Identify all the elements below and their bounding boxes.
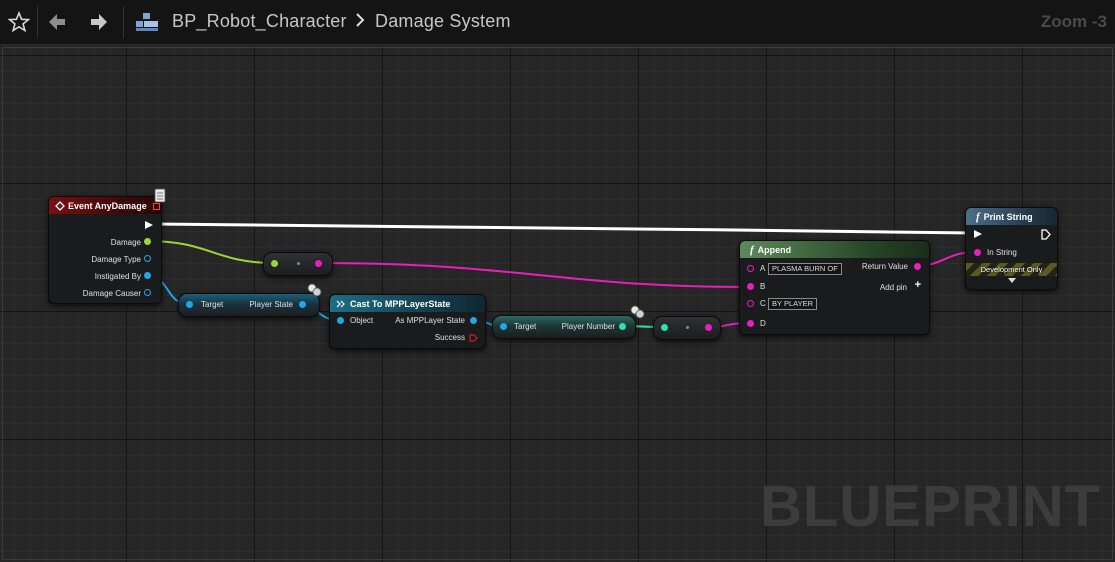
star-icon <box>8 11 30 33</box>
float-input-pin[interactable] <box>271 260 278 267</box>
cast-arrows-icon <box>336 300 345 307</box>
int-to-string-node[interactable] <box>653 316 721 340</box>
target-pin-label: Target <box>514 322 537 331</box>
instigated-by-output-pin[interactable] <box>144 272 151 279</box>
success-pin-label: Success <box>434 333 465 342</box>
b-pin-label: B <box>760 282 766 291</box>
event-any-damage-node[interactable]: Event AnyDamage Damage Damage Type Insti… <box>48 196 162 304</box>
target-pin-label: Target <box>201 300 224 309</box>
breadcrumb-separator-icon <box>354 10 366 35</box>
a-input-pin[interactable] <box>747 265 754 272</box>
expand-arrow-icon[interactable] <box>1008 278 1016 284</box>
event-diamond-icon <box>55 200 65 211</box>
function-icon: f <box>750 243 754 256</box>
blueprint-watermark: BLUEPRINT <box>760 474 1101 539</box>
d-pin-label: D <box>760 319 766 328</box>
get-player-state-node[interactable]: Target Player State <box>178 293 320 317</box>
favorite-star-button[interactable] <box>4 7 34 37</box>
c-value-field[interactable]: BY PLAYER <box>768 298 817 310</box>
append-node-header[interactable]: f Append <box>740 241 929 258</box>
replication-icon <box>154 188 166 203</box>
delegate-pin-icon[interactable] <box>153 203 160 210</box>
return-value-pin-label: Return Value <box>861 262 908 271</box>
back-arrow-icon <box>49 14 65 30</box>
development-only-label: Development Only <box>980 265 1043 274</box>
return-value-output-pin[interactable] <box>914 263 921 270</box>
add-pin-plus-icon[interactable]: + <box>914 279 921 291</box>
conversion-dot <box>297 262 300 265</box>
damage-pin-label: Damage <box>110 238 141 247</box>
print-string-node-header[interactable]: f Print String <box>966 208 1057 225</box>
toolbar-divider <box>37 6 38 38</box>
print-string-node-title: Print String <box>983 211 1033 222</box>
as-mpplayer-state-output-pin[interactable] <box>470 317 477 324</box>
a-value-field[interactable]: PLASMA BURN OF <box>768 263 842 275</box>
d-input-pin[interactable] <box>747 320 754 327</box>
as-mpplayer-state-pin-label: As MPPLayer State <box>395 316 465 325</box>
development-only-banner: Development Only <box>966 263 1057 276</box>
player-number-pin-label: Player Number <box>561 322 615 331</box>
add-pin-label[interactable]: Add pin <box>879 283 907 292</box>
c-pin-label: C <box>760 299 766 308</box>
function-icon: f <box>976 210 980 223</box>
event-node-header[interactable]: Event AnyDamage <box>49 197 161 214</box>
blueprint-graph-icon <box>136 13 158 31</box>
event-node-title: Event AnyDamage <box>68 200 147 211</box>
damage-causer-output-pin[interactable] <box>144 289 151 296</box>
b-input-pin[interactable] <box>747 283 754 290</box>
exec-output-pin[interactable] <box>145 221 153 229</box>
damage-string-wire <box>318 262 750 288</box>
damage-output-pin[interactable] <box>144 238 151 245</box>
damage-float-wire <box>146 240 275 264</box>
target-input-pin[interactable] <box>186 301 193 308</box>
breadcrumb-blueprint[interactable]: BP_Robot_Character <box>172 11 347 31</box>
cast-to-mpplayerstate-node[interactable]: Cast To MPPLayerState Object As MPPLayer… <box>329 294 486 349</box>
conversion-dot <box>686 326 689 329</box>
exec-output-pin[interactable] <box>1041 229 1051 240</box>
exec-input-pin[interactable] <box>974 230 982 238</box>
a-pin-label: A <box>760 264 766 273</box>
damage-causer-pin-label: Damage Causer <box>82 289 141 298</box>
cast-node-title: Cast To MPPLayerState <box>350 298 451 309</box>
object-input-pin[interactable] <box>337 317 344 324</box>
network-icon <box>307 283 322 297</box>
object-pin-label: Object <box>350 316 374 325</box>
string-output-pin[interactable] <box>315 260 322 267</box>
append-node[interactable]: f Append A PLASMA BURN OF B C BY PLAYER … <box>739 240 930 335</box>
breadcrumb-graph[interactable]: Damage System <box>375 11 511 31</box>
int-input-pin[interactable] <box>661 324 668 331</box>
target-input-pin[interactable] <box>500 323 507 330</box>
forward-button[interactable] <box>84 7 114 37</box>
player-number-output-pin[interactable] <box>619 323 626 330</box>
player-state-pin-label: Player State <box>249 300 293 309</box>
get-player-number-node[interactable]: Target Player Number <box>492 315 636 339</box>
append-node-title: Append <box>757 244 792 255</box>
player-state-output-pin[interactable] <box>299 301 306 308</box>
cast-node-header[interactable]: Cast To MPPLayerState <box>330 295 485 312</box>
success-output-pin[interactable] <box>469 334 478 342</box>
damage-type-output-pin[interactable] <box>144 255 151 262</box>
print-string-node[interactable]: f Print String In String Development Onl… <box>965 207 1058 290</box>
zoom-level: Zoom -3 <box>1040 12 1107 31</box>
string-output-pin[interactable] <box>705 324 712 331</box>
forward-arrow-icon <box>91 14 107 30</box>
damage-type-pin-label: Damage Type <box>91 255 141 264</box>
exec-wire <box>153 222 974 235</box>
back-button[interactable] <box>42 7 72 37</box>
toolbar-divider <box>123 6 124 38</box>
graph-toolbar: BP_Robot_Character Damage System Zoom -3 <box>0 0 1115 45</box>
float-to-string-node[interactable] <box>263 252 333 276</box>
in-string-input-pin[interactable] <box>974 249 981 256</box>
network-icon <box>630 305 645 319</box>
instigated-by-pin-label: Instigated By <box>94 272 141 281</box>
graph-type-button[interactable] <box>132 7 162 37</box>
in-string-pin-label: In String <box>987 248 1017 257</box>
c-input-pin[interactable] <box>747 300 754 307</box>
